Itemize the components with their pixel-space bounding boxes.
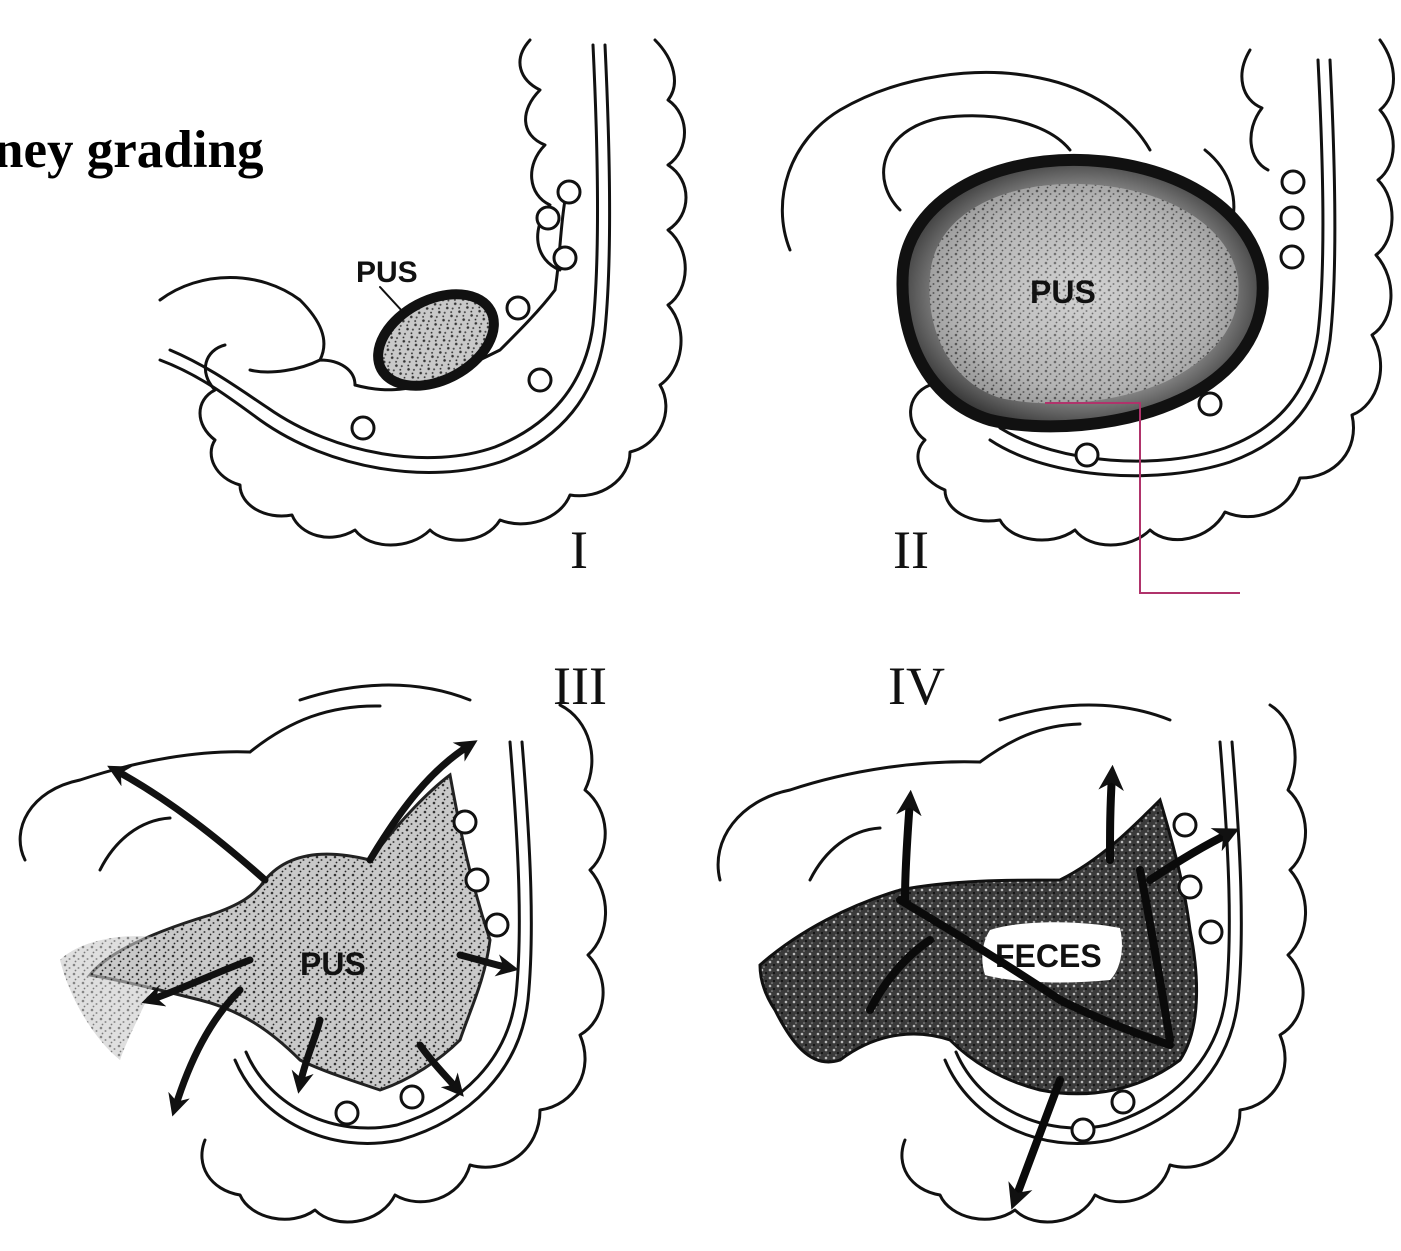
pus-abscess-1 — [362, 276, 509, 405]
diverticulum — [1179, 876, 1201, 898]
diverticulum — [401, 1086, 423, 1108]
panel-stage-3: PUS III — [20, 656, 607, 1222]
pus-label-1: PUS — [356, 256, 418, 289]
stage-numeral-3: III — [553, 656, 607, 716]
pus-label-3: PUS — [300, 946, 366, 982]
panel-stage-4: FECES IV — [718, 656, 1305, 1222]
diverticulum — [486, 914, 508, 936]
diverticulum — [454, 811, 476, 833]
diverticulum — [352, 417, 374, 439]
pus-label-2: PUS — [1030, 274, 1096, 310]
stage-numeral-2: II — [893, 520, 929, 580]
pus-leader-1 — [380, 287, 403, 312]
diverticulum — [1112, 1091, 1134, 1113]
diverticulum — [1072, 1119, 1094, 1141]
bowel-loop-4b — [810, 724, 1080, 880]
diverticulum — [529, 369, 551, 391]
diverticulum — [1076, 444, 1098, 466]
bowel-loop-1 — [160, 278, 355, 386]
diverticulum — [1199, 393, 1221, 415]
stage-numeral-4: IV — [888, 656, 945, 716]
diverticulum — [507, 297, 529, 319]
diverticulum — [1174, 814, 1196, 836]
diverticulum — [537, 207, 559, 229]
stage-numeral-1: I — [570, 520, 588, 580]
colon-inner-tube-1b — [170, 45, 598, 458]
diverticulum — [1281, 207, 1303, 229]
diverticulum — [466, 869, 488, 891]
diverticulum — [554, 247, 576, 269]
diverticulum — [1281, 246, 1303, 268]
panel-stage-2: PUS II — [782, 40, 1393, 593]
diverticulum — [558, 181, 580, 203]
diverticulum — [336, 1102, 358, 1124]
diverticulum — [1200, 921, 1222, 943]
diverticulum — [1282, 171, 1304, 193]
panel-stage-1: PUS I — [160, 40, 686, 580]
